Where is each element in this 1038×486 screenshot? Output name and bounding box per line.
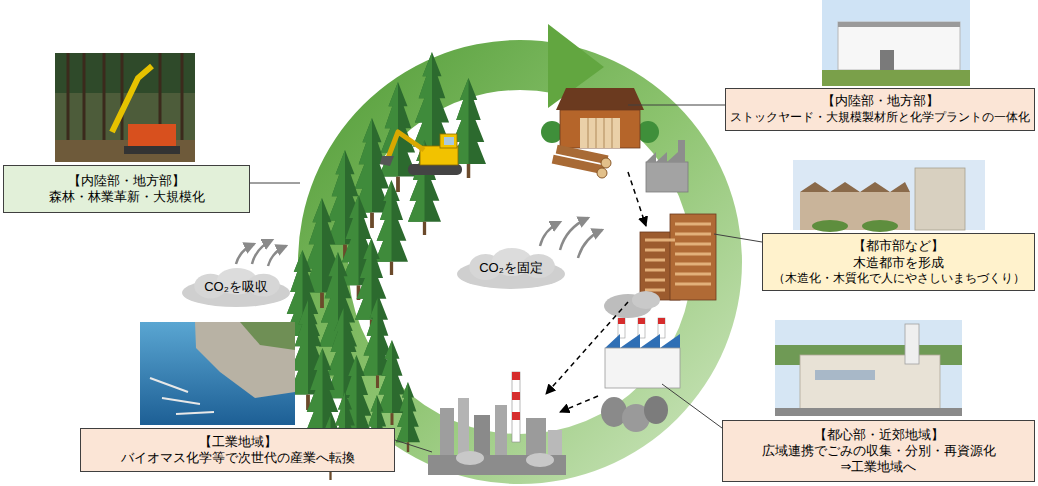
photo-trees xyxy=(812,220,848,232)
photo-road xyxy=(775,408,962,416)
region-heading: 【工業地域】 xyxy=(199,434,277,450)
leader-line xyxy=(628,105,725,106)
region-text: 森林・林業革新・大規模化 xyxy=(49,189,205,205)
sawmill-roof xyxy=(556,88,644,110)
plant-building xyxy=(605,348,680,388)
co2-cloud: CO₂を固定 xyxy=(455,246,567,290)
region-heading: 【内陸部・地方部】 xyxy=(822,94,939,110)
factory-roof xyxy=(646,152,678,162)
region-text: ⇒工業地域へ xyxy=(841,459,917,475)
wood-building xyxy=(670,214,716,300)
photo-machine-arm xyxy=(112,66,152,132)
photo-roofline xyxy=(838,22,960,27)
building-windows xyxy=(645,224,711,290)
factory-body xyxy=(646,162,688,192)
region-box: 【都市部など】木造都市を形成（木造化・木質化で人にやさしいまちづくり） xyxy=(762,233,1035,291)
flow-arrow xyxy=(546,302,628,394)
sawmill-door xyxy=(580,118,620,148)
door-lines xyxy=(588,118,612,148)
leader-line xyxy=(250,183,300,184)
log xyxy=(552,155,605,175)
conifer-tree xyxy=(355,238,388,333)
plant-photo xyxy=(822,0,970,86)
leader-line xyxy=(662,384,722,428)
region-heading: 【都市部など】 xyxy=(853,238,944,254)
excavator-cab xyxy=(440,134,457,148)
city-photo xyxy=(793,160,985,230)
excavator-track xyxy=(408,164,462,175)
chimney-stripe xyxy=(512,372,520,380)
flow-arrow xyxy=(560,396,598,412)
co2-arrow xyxy=(236,244,254,264)
co2-arrow xyxy=(268,246,286,266)
region-text: バイオマス化学等で次世代の産業へ転換 xyxy=(121,450,355,466)
chimney-stripe xyxy=(618,318,625,324)
photo-machine xyxy=(128,124,176,148)
flow-arrow xyxy=(628,172,646,226)
region-text: ストックヤード・大規模製材所と化学プラントの一体化 xyxy=(730,110,1030,125)
log-end xyxy=(601,158,611,168)
waste-plant-photo xyxy=(775,320,962,416)
photo-building xyxy=(838,22,960,70)
sawmill-wall xyxy=(560,110,640,148)
photo-canopy xyxy=(55,53,195,93)
excavator-arm xyxy=(388,132,424,158)
region-text: （木造化・木質化で人にやさしいまちづくり） xyxy=(773,271,1025,286)
region-box: 【都心部・近郊地域】広域連携でごみの収集・分別・再資源化⇒工業地域へ xyxy=(722,420,1035,482)
photo-chimney xyxy=(905,324,919,364)
region-box: 【内陸部・地方部】ストックヤード・大規模製材所と化学プラントの一体化 xyxy=(725,88,1035,131)
photo-door xyxy=(880,50,894,70)
cloud-label: CO₂を吸収 xyxy=(204,279,268,295)
photo-machine-track xyxy=(124,146,180,154)
photo-roofs xyxy=(800,182,910,192)
region-text: 木造都市を形成 xyxy=(853,255,944,271)
region-heading: 【都心部・近郊地域】 xyxy=(814,427,944,443)
cloud-label: CO₂を固定 xyxy=(479,260,543,276)
chimney-stripe xyxy=(638,318,645,324)
region-box: 【内陸部・地方部】森林・林業革新・大規模化 xyxy=(3,165,250,213)
region-text: 広域連携でごみの収集・分別・再資源化 xyxy=(762,443,996,459)
port-photo xyxy=(140,322,295,425)
region-heading: 【内陸部・地方部】 xyxy=(68,173,185,189)
region-box: 【工業地域】バイオマス化学等で次世代の産業へ転換 xyxy=(80,428,395,472)
storage-tank xyxy=(526,453,554,467)
smoke xyxy=(632,291,660,309)
photo-grass xyxy=(822,70,970,86)
plant-tower xyxy=(440,408,454,463)
co2-cloud: CO₂を吸収 xyxy=(180,266,292,308)
leader-line xyxy=(395,440,432,452)
excavator-window xyxy=(444,137,454,145)
chimney-stripe xyxy=(658,318,665,324)
chimney-stripe xyxy=(512,392,520,400)
log-end xyxy=(597,168,607,178)
photo-hills xyxy=(240,322,295,350)
conifer-tree xyxy=(377,340,407,425)
factory-chimney xyxy=(678,140,685,162)
photo-land xyxy=(195,322,295,398)
garbage-bag xyxy=(644,396,668,424)
chimney-stripe xyxy=(512,412,520,420)
plant-tower xyxy=(495,405,507,463)
excavator-body xyxy=(420,146,458,165)
cycle-ring xyxy=(298,40,742,484)
conifer-tree xyxy=(375,180,408,275)
photo-tower xyxy=(915,168,965,230)
forest-photo xyxy=(55,53,195,162)
storage-tank xyxy=(456,451,484,465)
co2-arrow xyxy=(578,230,602,258)
chimney xyxy=(512,372,520,442)
photo-piers xyxy=(150,378,214,414)
photo-windows xyxy=(815,370,875,380)
photo-trees xyxy=(862,220,898,232)
excavator-bucket xyxy=(380,156,394,166)
plant-roof xyxy=(605,334,680,348)
co2-arrow xyxy=(540,222,560,246)
leader-line xyxy=(714,234,762,242)
